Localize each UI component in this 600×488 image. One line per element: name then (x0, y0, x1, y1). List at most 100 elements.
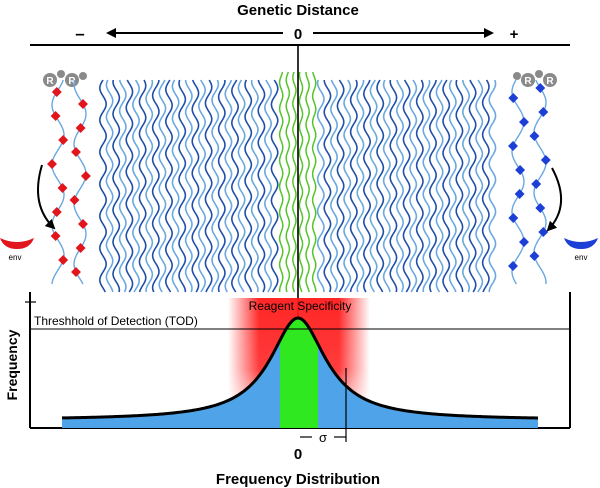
sequence-waves (98, 71, 497, 293)
left-marker (71, 147, 81, 157)
variant-sequence-wave (132, 79, 140, 293)
left-marker (78, 219, 88, 229)
variant-sequence-wave (171, 79, 180, 293)
left-marker (57, 183, 68, 193)
variant-sequence-wave (98, 79, 108, 293)
variant-sequence-wave (145, 79, 154, 293)
variant-sequence-wave (389, 79, 398, 293)
variant-sequence-wave (151, 79, 160, 293)
left-env-shape (0, 238, 34, 249)
left-marker (58, 135, 69, 145)
variant-sequence-wave (448, 79, 457, 293)
left-marker (75, 243, 86, 253)
left-receptor-circle-a (43, 73, 57, 87)
variant-sequence-wave (323, 79, 332, 293)
variant-sequence-wave (191, 79, 200, 293)
frequency-distribution-title: Frequency Distribution (216, 471, 380, 488)
left-marker (80, 171, 91, 181)
right-marker (531, 179, 542, 189)
conserved-sequence-wave (285, 71, 291, 293)
right-marker (519, 237, 529, 247)
variant-sequence-wave (475, 79, 484, 293)
variant-sequence-wave (204, 79, 213, 293)
right-marker (535, 83, 546, 93)
left-marker (47, 159, 57, 169)
variant-sequence-wave (270, 79, 279, 293)
left-strand (51, 79, 65, 285)
right-marker-group (508, 79, 551, 285)
variant-sequence-wave (356, 79, 365, 293)
left-receptor-label-a: R (46, 76, 54, 87)
variant-sequence-wave (415, 79, 424, 293)
right-marker (508, 213, 519, 223)
right-receptor-circle-a (521, 73, 535, 87)
reagent-specificity-label: Reagent Specificity (249, 299, 352, 313)
variant-sequence-wave (184, 79, 193, 293)
left-receptor-group: R R (43, 70, 87, 87)
right-receptor-label-b: R (546, 76, 554, 87)
right-strand (511, 79, 525, 285)
left-env-label: env (9, 253, 22, 262)
variant-sequence-wave (257, 79, 266, 293)
left-marker (78, 99, 88, 109)
variant-sequence-wave (362, 79, 372, 293)
threshold-label: Threshhold of Detection (TOD) (34, 314, 198, 328)
right-receptor-group: R R (513, 70, 557, 87)
variant-sequence-wave (349, 79, 358, 293)
right-marker (535, 203, 546, 213)
top-zero-label: 0 (294, 26, 302, 43)
left-marker-group (47, 79, 91, 285)
right-marker (538, 107, 549, 117)
variant-sequence-wave (409, 79, 418, 293)
variant-sequence-wave (178, 79, 187, 293)
variant-sequence-wave (118, 79, 127, 293)
variant-sequence-wave (461, 79, 471, 293)
variant-sequence-wave (422, 79, 431, 293)
variant-sequence-wave (158, 79, 167, 293)
variant-sequence-wave (264, 79, 272, 293)
right-marker (529, 131, 540, 141)
conserved-sequence-wave (292, 71, 297, 293)
variant-sequence-wave (376, 79, 385, 293)
sigma-label: σ (319, 430, 327, 445)
conserved-sequence-wave (305, 71, 310, 293)
variant-sequence-wave (330, 79, 338, 293)
conserved-sequence-wave (278, 71, 284, 293)
right-marker (508, 141, 518, 151)
variant-sequence-wave (125, 79, 134, 293)
variant-sequence-wave (402, 79, 411, 293)
left-marker (69, 195, 80, 205)
right-curved-arrow (546, 167, 563, 232)
minus-label: – (75, 24, 84, 43)
left-strand (73, 79, 87, 285)
right-marker (515, 165, 526, 175)
right-marker (514, 189, 525, 199)
left-receptor-node (57, 70, 65, 78)
variant-sequence-wave (429, 79, 437, 293)
left-marker (75, 123, 86, 133)
right-receptor-node-2 (535, 70, 543, 78)
variant-sequence-wave (105, 79, 114, 293)
right-marker (508, 261, 518, 271)
variant-sequence-wave (165, 79, 173, 293)
variant-sequence-wave (250, 79, 259, 293)
variant-sequence-wave (468, 79, 477, 293)
right-marker (529, 251, 540, 261)
conserved-sequence-wave (311, 71, 317, 293)
left-receptor-circle-b (65, 73, 79, 87)
variant-sequence-wave (442, 79, 451, 293)
variant-sequence-wave (138, 79, 147, 293)
variant-sequence-wave (488, 79, 497, 293)
variant-sequence-wave (231, 79, 239, 293)
variant-sequence-wave (244, 79, 253, 293)
frequency-ylabel: Frequency (4, 329, 20, 400)
variant-sequence-wave (336, 79, 345, 293)
variant-sequence-wave (343, 79, 352, 293)
left-marker (50, 111, 61, 121)
genetic-distance-title: Genetic Distance (237, 2, 359, 19)
variant-sequence-wave (197, 79, 207, 293)
variant-sequence-wave (435, 79, 444, 293)
variant-sequence-wave (316, 79, 325, 293)
